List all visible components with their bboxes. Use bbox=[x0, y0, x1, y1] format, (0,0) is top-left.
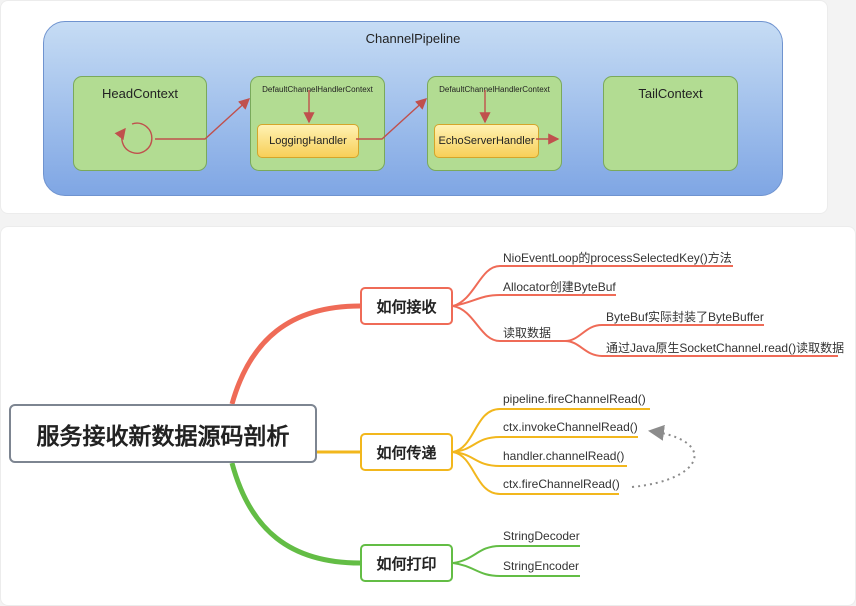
line-receive-1 bbox=[452, 265, 733, 307]
branch-pass: 如何传递 bbox=[360, 433, 453, 471]
echo-server-handler: EchoServerHandler bbox=[434, 124, 539, 158]
line-receive-sub-1 bbox=[564, 324, 764, 342]
arrow-logging-to-ctx2 bbox=[356, 98, 428, 140]
leaf-pass-2: ctx.invokeChannelRead() bbox=[503, 420, 638, 434]
pipeline-diagram-card: ChannelPipeline HeadContext DefaultChann… bbox=[0, 0, 828, 214]
leaf-print-1: StringDecoder bbox=[503, 529, 580, 543]
connector-root-receive bbox=[229, 303, 361, 405]
leaf-receive-3: 读取数据 bbox=[503, 326, 552, 340]
line-pass-3 bbox=[452, 451, 627, 467]
dotted-loop-arrow bbox=[631, 424, 696, 488]
line-print-2 bbox=[452, 562, 580, 577]
arrow-head-to-ctx1 bbox=[155, 98, 251, 140]
line-receive-3 bbox=[452, 305, 565, 342]
leaf-receive-1: NioEventLoop的processSelectedKey()方法 bbox=[503, 251, 732, 265]
line-pass-1 bbox=[452, 408, 650, 453]
pipeline-title: ChannelPipeline bbox=[365, 31, 461, 46]
line-pass-4 bbox=[452, 451, 619, 495]
tail-context-label: TailContext bbox=[638, 86, 703, 101]
leaf-receive-2: Allocator创建ByteBuf bbox=[503, 280, 616, 294]
handler-context-2-label: DefaultChannelHandlerContext bbox=[439, 85, 550, 94]
logging-handler: LoggingHandler bbox=[257, 124, 359, 158]
leaf-receive-sub-2: 通过Java原生SocketChannel.read()读取数据 bbox=[606, 341, 845, 355]
branch-receive: 如何接收 bbox=[360, 287, 453, 325]
loop-arrow bbox=[114, 122, 153, 154]
leaf-print-2: StringEncoder bbox=[503, 559, 580, 573]
line-receive-2 bbox=[452, 294, 616, 307]
leaf-pass-1: pipeline.fireChannelRead() bbox=[503, 392, 646, 406]
leaf-receive-sub-1: ByteBuf实际封装了ByteBuffer bbox=[606, 310, 764, 324]
line-receive-sub-2 bbox=[564, 340, 838, 357]
tail-context: TailContext bbox=[603, 76, 738, 171]
leaf-pass-3: handler.channelRead() bbox=[503, 449, 625, 463]
head-context-label: HeadContext bbox=[102, 86, 178, 101]
line-pass-2 bbox=[452, 436, 638, 453]
connector-root-print bbox=[229, 462, 361, 566]
pipeline-arrows bbox=[114, 90, 560, 154]
mindmap-root: 服务接收新数据源码剖析 bbox=[9, 404, 317, 463]
leaf-pass-4: ctx.fireChannelRead() bbox=[503, 477, 620, 491]
line-print-1 bbox=[452, 545, 580, 564]
branch-print: 如何打印 bbox=[360, 544, 453, 582]
handler-context-1-label: DefaultChannelHandlerContext bbox=[262, 85, 373, 94]
